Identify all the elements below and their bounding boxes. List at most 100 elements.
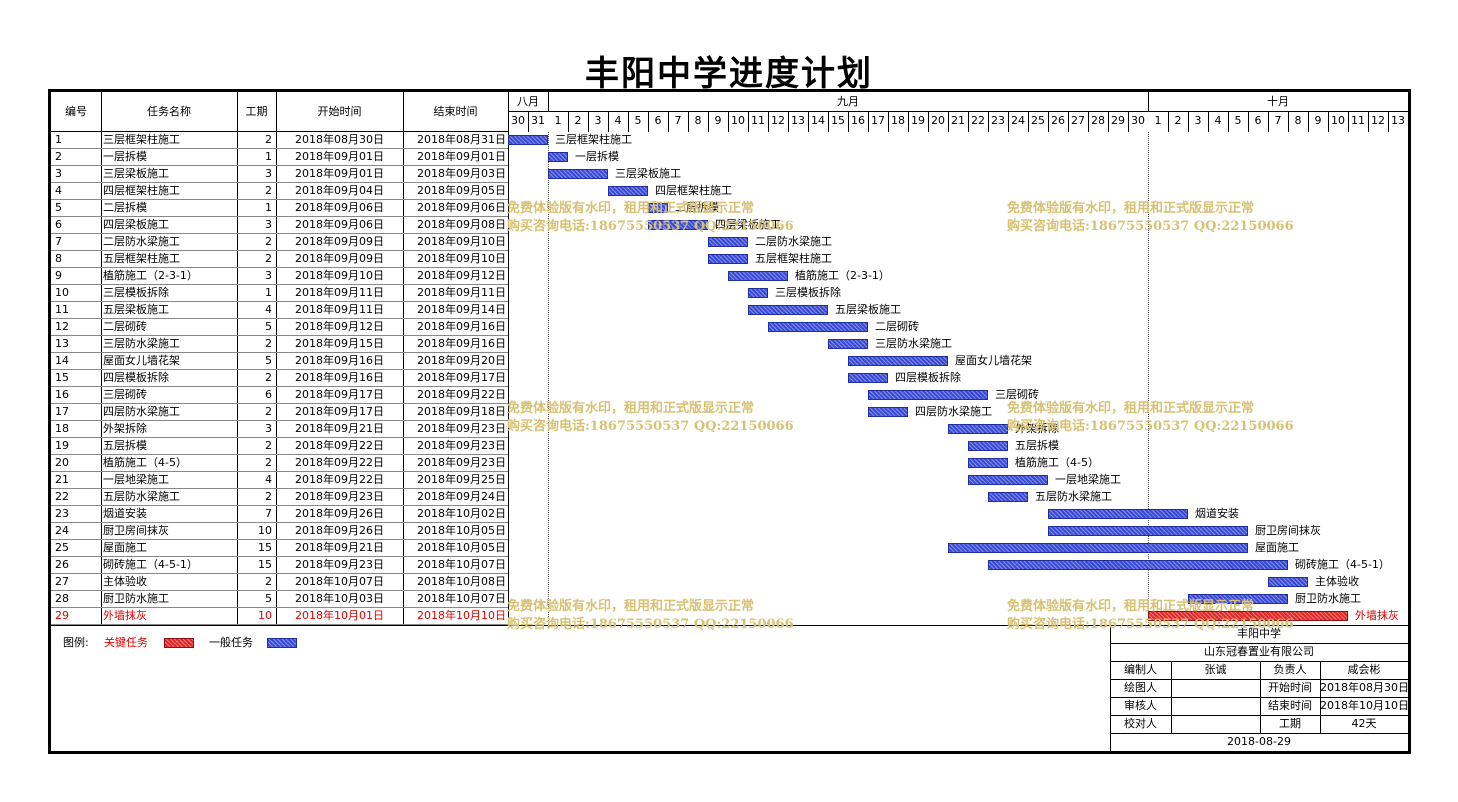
gantt-bar — [868, 407, 908, 417]
row-name: 一层地梁施工 — [103, 473, 169, 486]
title-block-cell: 绘图人 — [1124, 681, 1157, 694]
gantt-bar — [708, 254, 748, 264]
row-start: 2018年08月30日 — [295, 133, 384, 146]
grid-line — [1171, 661, 1172, 679]
grid-line — [1288, 112, 1289, 132]
watermark-line: 免费体验版有水印，租用和正式版显示正常 — [1007, 201, 1255, 216]
grid-line — [1308, 112, 1309, 132]
row-name: 四层模板拆除 — [103, 371, 169, 384]
grid-line — [1110, 625, 1111, 751]
grid-line — [1348, 112, 1349, 132]
row-duration: 4 — [265, 303, 272, 316]
row-id: 23 — [55, 507, 69, 520]
row-end: 2018年09月12日 — [417, 269, 506, 282]
row-end: 2018年09月10日 — [417, 235, 506, 248]
day-label: 2 — [574, 114, 582, 127]
row-id: 21 — [55, 473, 69, 486]
grid-line — [848, 112, 849, 132]
row-id: 13 — [55, 337, 69, 350]
row-end: 2018年08月31日 — [417, 133, 506, 146]
day-label: 28 — [1091, 114, 1105, 127]
day-label: 24 — [1011, 114, 1025, 127]
grid-line — [51, 607, 508, 608]
gantt-bar — [548, 152, 568, 162]
row-start: 2018年09月06日 — [295, 218, 384, 231]
row-end: 2018年09月18日 — [417, 405, 506, 418]
company-name: 山东冠春置业有限公司 — [1204, 645, 1314, 658]
title-block-cell: 开始时间 — [1268, 681, 1312, 694]
grid-line — [548, 92, 549, 112]
grid-line — [51, 625, 1408, 626]
row-duration: 10 — [258, 609, 272, 622]
grid-line — [1110, 733, 1408, 734]
watermark-line: 免费体验版有水印，租用和正式版显示正常 — [507, 599, 755, 614]
row-end: 2018年09月08日 — [417, 218, 506, 231]
gantt-bar — [648, 220, 708, 230]
row-end: 2018年09月22日 — [417, 388, 506, 401]
day-label: 8 — [694, 114, 702, 127]
grid-line — [968, 112, 969, 132]
gantt-bar-label: 五层梁板施工 — [835, 303, 901, 316]
row-duration: 5 — [265, 320, 272, 333]
row-duration: 2 — [265, 490, 272, 503]
row-duration: 4 — [265, 473, 272, 486]
row-duration: 1 — [265, 201, 272, 214]
grid-line — [51, 131, 508, 132]
row-duration: 2 — [265, 371, 272, 384]
gantt-bar — [1048, 526, 1248, 536]
row-name: 四层梁板施工 — [103, 218, 169, 231]
grid-line — [1260, 661, 1261, 679]
row-start: 2018年10月01日 — [295, 609, 384, 622]
day-label: 14 — [811, 114, 825, 127]
gantt-bar — [968, 458, 1008, 468]
gantt-bar — [948, 543, 1248, 553]
row-start: 2018年09月01日 — [295, 150, 384, 163]
month-label: 九月 — [837, 95, 859, 108]
row-start: 2018年09月06日 — [295, 201, 384, 214]
grid-line — [51, 250, 508, 251]
gantt-bar-label: 二层防水梁施工 — [755, 235, 832, 248]
row-id: 16 — [55, 388, 69, 401]
row-id: 9 — [55, 269, 62, 282]
grid-line — [648, 112, 649, 132]
day-label: 3 — [1194, 114, 1202, 127]
row-name: 屋面女儿墙花架 — [103, 354, 180, 367]
row-duration: 2 — [265, 456, 272, 469]
row-start: 2018年10月07日 — [295, 575, 384, 588]
grid-line — [51, 199, 508, 200]
row-id: 27 — [55, 575, 69, 588]
day-label: 29 — [1111, 114, 1125, 127]
gantt-bar — [768, 322, 868, 332]
row-id: 22 — [55, 490, 69, 503]
row-end: 2018年09月23日 — [417, 422, 506, 435]
